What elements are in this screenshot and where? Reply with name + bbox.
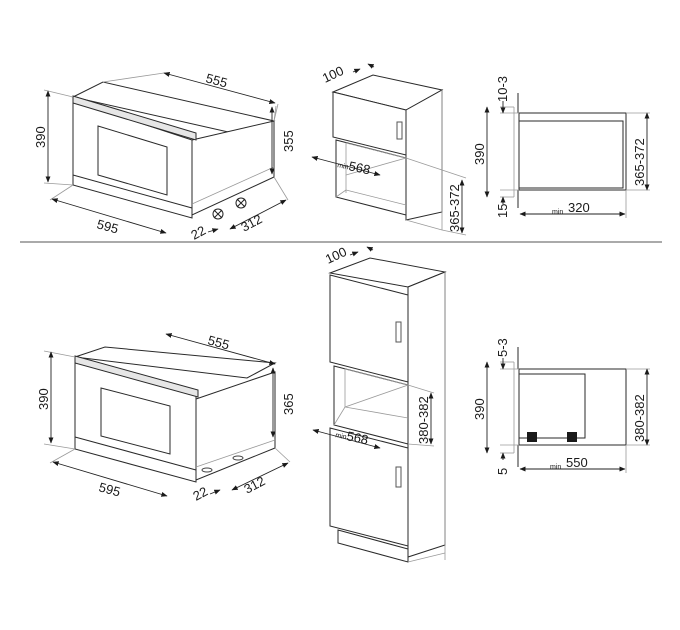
bottom-tall-column: 100 min 568 380-382 bbox=[312, 244, 447, 563]
bottom-appliance-isometric: 390 555 365 595 312 22 bbox=[36, 332, 296, 503]
dim-top-gap: 5-3 bbox=[495, 338, 510, 357]
dim-body-height: 365 bbox=[281, 393, 296, 415]
dim-side-depth: 312 bbox=[238, 211, 264, 234]
dim-niche-height: 380-382 bbox=[416, 396, 431, 444]
svg-text:min: min bbox=[552, 209, 563, 216]
svg-text:min: min bbox=[550, 464, 561, 471]
dim-height-390: 390 bbox=[33, 126, 48, 148]
dim-min-depth: 568 bbox=[347, 158, 371, 177]
dim-depth-555: 555 bbox=[204, 70, 229, 90]
dim-top-offset: 100 bbox=[320, 63, 346, 86]
dim-bottom-gap: 15 bbox=[495, 204, 510, 218]
dim-side-height: 390 bbox=[472, 143, 487, 165]
dim-depth-555: 555 bbox=[206, 332, 231, 352]
foot-icon bbox=[212, 208, 224, 220]
dim-side-min-depth: 320 bbox=[568, 200, 590, 215]
dim-width-595: 595 bbox=[97, 479, 122, 499]
appliance-foot bbox=[567, 432, 577, 442]
top-wall-cabinet: 100 min 568 365-372 bbox=[311, 63, 467, 236]
svg-text:min: min bbox=[335, 432, 348, 441]
dim-door-offset: 22 bbox=[190, 484, 210, 504]
foot-icon bbox=[235, 197, 247, 209]
top-side-section: 390 10-3 15 365-372 min 320 bbox=[472, 76, 650, 218]
dim-side-niche: 380-382 bbox=[632, 394, 647, 442]
dim-side-niche: 365-372 bbox=[632, 138, 647, 186]
bottom-side-section: 390 5-3 5 380-382 min 550 bbox=[472, 338, 650, 475]
appliance-foot bbox=[527, 432, 537, 442]
dim-top-gap: 10-3 bbox=[495, 76, 510, 102]
dim-body-height: 355 bbox=[281, 130, 296, 152]
svg-text:min: min bbox=[337, 162, 350, 171]
dim-side-height: 390 bbox=[472, 398, 487, 420]
dim-width-595: 595 bbox=[95, 216, 120, 236]
dim-side-min-depth: 550 bbox=[566, 455, 588, 470]
top-appliance-isometric: 390 555 355 595 312 22 bbox=[33, 70, 296, 242]
dim-height-390: 390 bbox=[36, 388, 51, 410]
dim-bottom-gap: 5 bbox=[495, 468, 510, 475]
dim-niche-height: 365-372 bbox=[447, 184, 462, 232]
dim-min-depth: 568 bbox=[345, 428, 369, 447]
dim-door-offset: 22 bbox=[188, 223, 208, 243]
dim-side-depth: 312 bbox=[241, 473, 267, 496]
dim-top-offset: 100 bbox=[323, 244, 349, 267]
